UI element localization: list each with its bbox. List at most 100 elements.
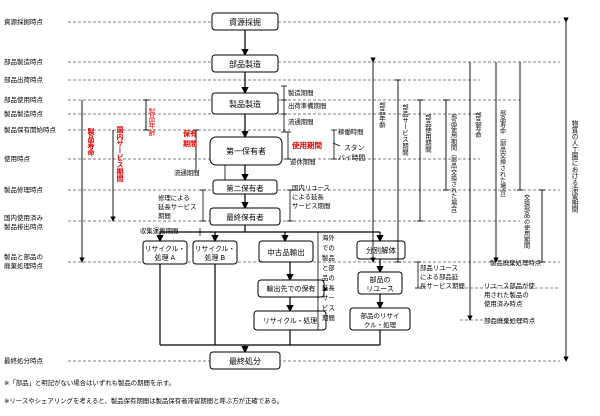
label-parts-reuse-2: リユース — [366, 285, 394, 293]
box-recycle-b — [192, 240, 238, 265]
period-labels: 製造期間 出荷準備期間 流通期間 稼働時間 使用期間 スタン バイ時間 遊休期間… — [140, 88, 542, 325]
label-operating-time: 稼働時間 — [338, 127, 364, 136]
box-disassembly — [356, 240, 406, 260]
label-parts-usage-replaced: 部品使用期間（部品交換された場合） — [450, 113, 457, 217]
label-distribution-period: 流通期間 — [288, 117, 314, 126]
label-repair-ext-2: 延長サービス — [158, 202, 196, 211]
label-parts-service: 部品サービス期間 — [401, 103, 409, 157]
label-reuse-used-2: 用された製品の — [484, 290, 529, 299]
label-product-age: 製品年齢 — [148, 107, 156, 137]
label-distribution-period-2: 流通期間 — [174, 168, 200, 177]
box-second-owner — [212, 179, 278, 195]
label-parts-reuse-1: 部品の — [370, 275, 391, 284]
label-recycle-b-1: リサイクル・ — [195, 245, 235, 253]
label-resource-extraction: 資源採掘 — [229, 17, 261, 27]
flow-arrows — [156, 30, 384, 354]
time-domestic-used: 国内使用済み — [4, 213, 44, 222]
label-repair-ext-1: 修理による — [158, 193, 190, 202]
label-ownership-2: 期間 — [183, 139, 197, 148]
label-overseas-2: での — [322, 244, 335, 252]
label-overseas-8: ビス — [322, 303, 335, 312]
label-repair-ext-3: 期間 — [158, 212, 171, 220]
label-recycle-b-2: 処理 B — [205, 253, 226, 262]
box-product-manufacturing — [211, 92, 279, 115]
label-parts-age: 部品年齢 — [378, 101, 386, 129]
label-parts-reuse-ext-1: 部品リユース — [420, 263, 458, 272]
label-standby-2: バイ時間 — [338, 154, 365, 162]
label-reuse-used-1: リユース部品が使 — [484, 281, 535, 290]
label-recycle-a-1: リサイクル・ — [145, 245, 185, 253]
label-idle-period: 遊休期間 — [290, 157, 316, 166]
label-used-export: 中古品輸出 — [267, 247, 305, 257]
box-parts-reuse — [357, 271, 403, 295]
label-parts-recycle-2: クル・処理 — [364, 320, 397, 329]
time-point-labels: 資源採掘時点 部品製造時点 部品出荷時点 部品使用時点 製品製造時点 製品保有開… — [4, 17, 57, 365]
label-domestic-service: 国内サービス期間 — [116, 125, 124, 183]
label-parts-disposal-time: 部品廃棄処理時点 — [484, 316, 536, 325]
label-reuse-used-3: 使用済み時点 — [484, 299, 523, 308]
time-product-repair: 製品修理時点 — [4, 185, 44, 194]
box-final-disposal — [209, 351, 281, 370]
label-domestic-reuse-3: サービス期間 — [292, 201, 330, 210]
label-parts-recycle-1: 部品のリサイ — [361, 311, 400, 320]
left-measures — [79, 99, 199, 263]
footnote-2: ※リースやシェアリングを考えると、製品保有期間は製品保有者滞留期間と呼ぶ方が正確… — [4, 397, 284, 405]
box-resource-extraction — [211, 12, 279, 31]
time-ownership-start: 製品保有開始時点 — [4, 125, 57, 134]
box-parts-recycle — [349, 307, 411, 331]
label-first-owner: 第一保有者 — [226, 146, 266, 156]
label-ownership-1: 保有 — [182, 129, 197, 138]
label-overseas-5: 品の — [322, 274, 335, 282]
box-first-owner — [209, 136, 283, 166]
label-parts-life-replaced: 部品寿命（部品交換された場合） — [499, 109, 506, 201]
label-product-life: 製品寿命 — [87, 127, 96, 157]
box-labels: 資源採掘 部品製造 製品製造 第一保有者 第二保有者 最終保有者 リサイクル・ … — [145, 17, 400, 366]
box-parts-manufacturing — [211, 54, 279, 73]
box-used-export — [258, 240, 314, 263]
time-product-manufacturing: 製品製造時点 — [4, 109, 44, 118]
right-measures — [370, 17, 569, 362]
time-use: 使用時点 — [4, 154, 31, 163]
label-overseas-1: 海外 — [322, 233, 335, 242]
label-domestic-reuse-1: 国内リユース — [292, 183, 330, 192]
label-overseas-7: サー — [322, 294, 335, 302]
process-boxes — [142, 12, 411, 370]
standby-callout — [332, 142, 341, 147]
label-disassembly: 分別解体 — [366, 245, 396, 255]
label-parts-usage: 部品使用期間 — [424, 113, 432, 154]
label-collection-period: 収集運搬期間 — [140, 226, 178, 235]
time-parts-manufacturing: 部品製造時点 — [4, 57, 44, 66]
label-overseas-3: 製品 — [322, 253, 335, 262]
label-replaced-parts-usage: 交換部品の使用期間 — [523, 193, 530, 250]
label-domestic-reuse-2: による延長 — [292, 192, 324, 201]
time-parts-use: 部品使用時点 — [4, 95, 44, 104]
label-parts-reuse-ext-2: による部品延 — [420, 272, 459, 281]
label-parts-manufacturing: 部品製造 — [229, 59, 261, 69]
box-recycle-process — [253, 310, 327, 331]
time-disposal-line2: 廃棄処理時点 — [4, 261, 44, 270]
label-recycle-process: リサイクル・処理 — [263, 316, 317, 325]
label-parts-reuse-ext-3: 長サービス期間 — [420, 281, 465, 290]
label-standby-1: スタン — [344, 143, 365, 152]
label-last-owner: 最終保有者 — [226, 212, 264, 222]
label-usage-period: 使用期間 — [291, 140, 322, 150]
period-brackets — [199, 85, 421, 331]
time-disposal-line1: 製品と部品の — [4, 252, 43, 261]
box-recycle-a — [142, 240, 188, 265]
label-shipping-prep: 出荷準備期間 — [288, 101, 326, 110]
vertical-labels: 製品寿命 国内サービス期間 製品年齢 保有 期間 部品年齢 部品サービス期間 部… — [87, 101, 579, 251]
box-last-owner — [209, 207, 281, 226]
label-overseas-4: と部 — [322, 263, 335, 272]
time-product-discharge: 製品排出時点 — [4, 222, 44, 231]
label-product-disposal-time: 製品廃棄処理時点 — [490, 258, 542, 267]
label-overseas-9: 期間 — [322, 314, 335, 322]
label-product-manufacturing: 製品製造 — [229, 99, 261, 109]
box-export-holding — [257, 279, 325, 298]
label-export-holding: 輸出先での保有 — [267, 284, 316, 293]
label-parts-life: 部品寿命 — [474, 111, 482, 139]
footnote-1: ※「部品」と明記がない場合はいずれも製品の期間を示す。 — [4, 379, 175, 387]
label-recycle-a-2: 処理 A — [155, 253, 176, 262]
time-resource-extraction: 資源採掘時点 — [4, 17, 44, 26]
